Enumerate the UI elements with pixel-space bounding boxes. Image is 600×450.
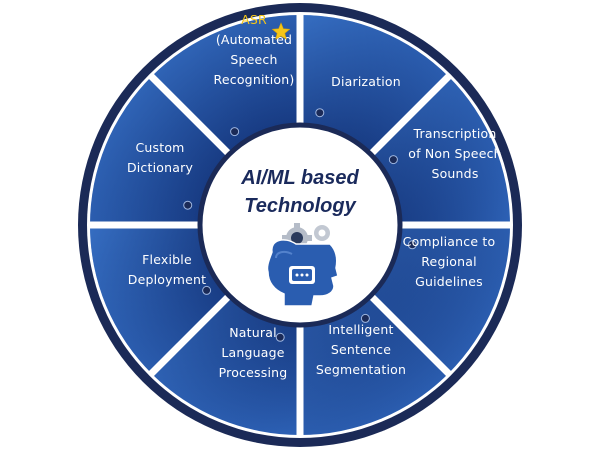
segment-label-dictionary-line-2: Dictionary — [127, 160, 194, 175]
center-title-line2: Technology — [244, 195, 356, 217]
segment-label-deployment-line-1: Flexible — [142, 252, 192, 267]
connector-dot — [183, 200, 193, 210]
segment-divider — [368, 72, 453, 157]
segment-sheen — [151, 295, 300, 435]
segment-label-transcription-line-3: Sounds — [431, 166, 478, 181]
segment-label-compliance-line-2: Regional — [421, 254, 477, 269]
segment-label-nlp-line-2: Language — [221, 345, 284, 360]
segment-label-compliance-line-3: Guidelines — [415, 274, 483, 289]
connector-dot — [388, 155, 398, 165]
segment-divider — [147, 72, 232, 157]
connector-dot — [407, 240, 417, 250]
segment-label-transcription-line-1: Transcription — [413, 126, 497, 141]
connector-dot-group — [183, 108, 417, 342]
segment-label-nlp-line-1: Natural — [229, 325, 277, 340]
segment-sheen — [370, 225, 510, 374]
segment-label-asr-line-3: Speech — [230, 52, 277, 67]
segment-label-transcription-line-2: of Non Speech — [408, 146, 502, 161]
segment-label-diarization-line-1: Diarization — [331, 74, 401, 89]
segment-label-segmentation-line-3: Segmentation — [316, 362, 406, 377]
segment-sheen — [300, 295, 449, 435]
connector-dot — [275, 332, 285, 342]
segment-sheen — [90, 225, 230, 374]
segment-group — [90, 14, 510, 435]
segment-divider — [368, 293, 453, 378]
connector-dot — [360, 313, 370, 323]
ai-head-with-gears-icon — [266, 223, 339, 307]
segment-label-dictionary-line-1: Custom — [135, 140, 184, 155]
segment-label-nlp-line-3: Processing — [219, 365, 288, 380]
segment-label-segmentation-line-2: Sentence — [331, 342, 391, 357]
segment-divider — [147, 293, 232, 378]
chat-bubble-icon — [289, 266, 315, 284]
divider-group — [88, 13, 512, 437]
segment-label-compliance-line-1: Compliance to — [403, 234, 496, 249]
connector-dot — [230, 127, 240, 137]
gear-icon — [314, 225, 330, 241]
segment-label-asr-line-1: ASR — [241, 12, 267, 27]
connector-dot — [202, 285, 212, 295]
segment-label-asr-line-4: Recognition) — [214, 72, 295, 87]
star-icon — [271, 22, 291, 40]
segment-label-asr-line-2: (Automated — [216, 32, 292, 47]
segment-sheen — [300, 15, 449, 155]
connector-dot — [315, 108, 325, 118]
segment-sheen — [151, 14, 300, 155]
segment-sheen — [370, 76, 510, 226]
segment-label-segmentation-line-1: Intelligent — [328, 322, 393, 337]
center-title-line1: AI/ML based — [240, 167, 359, 189]
segment-label-deployment-line-2: Deployment — [128, 272, 206, 287]
segment-sheen — [90, 76, 230, 226]
